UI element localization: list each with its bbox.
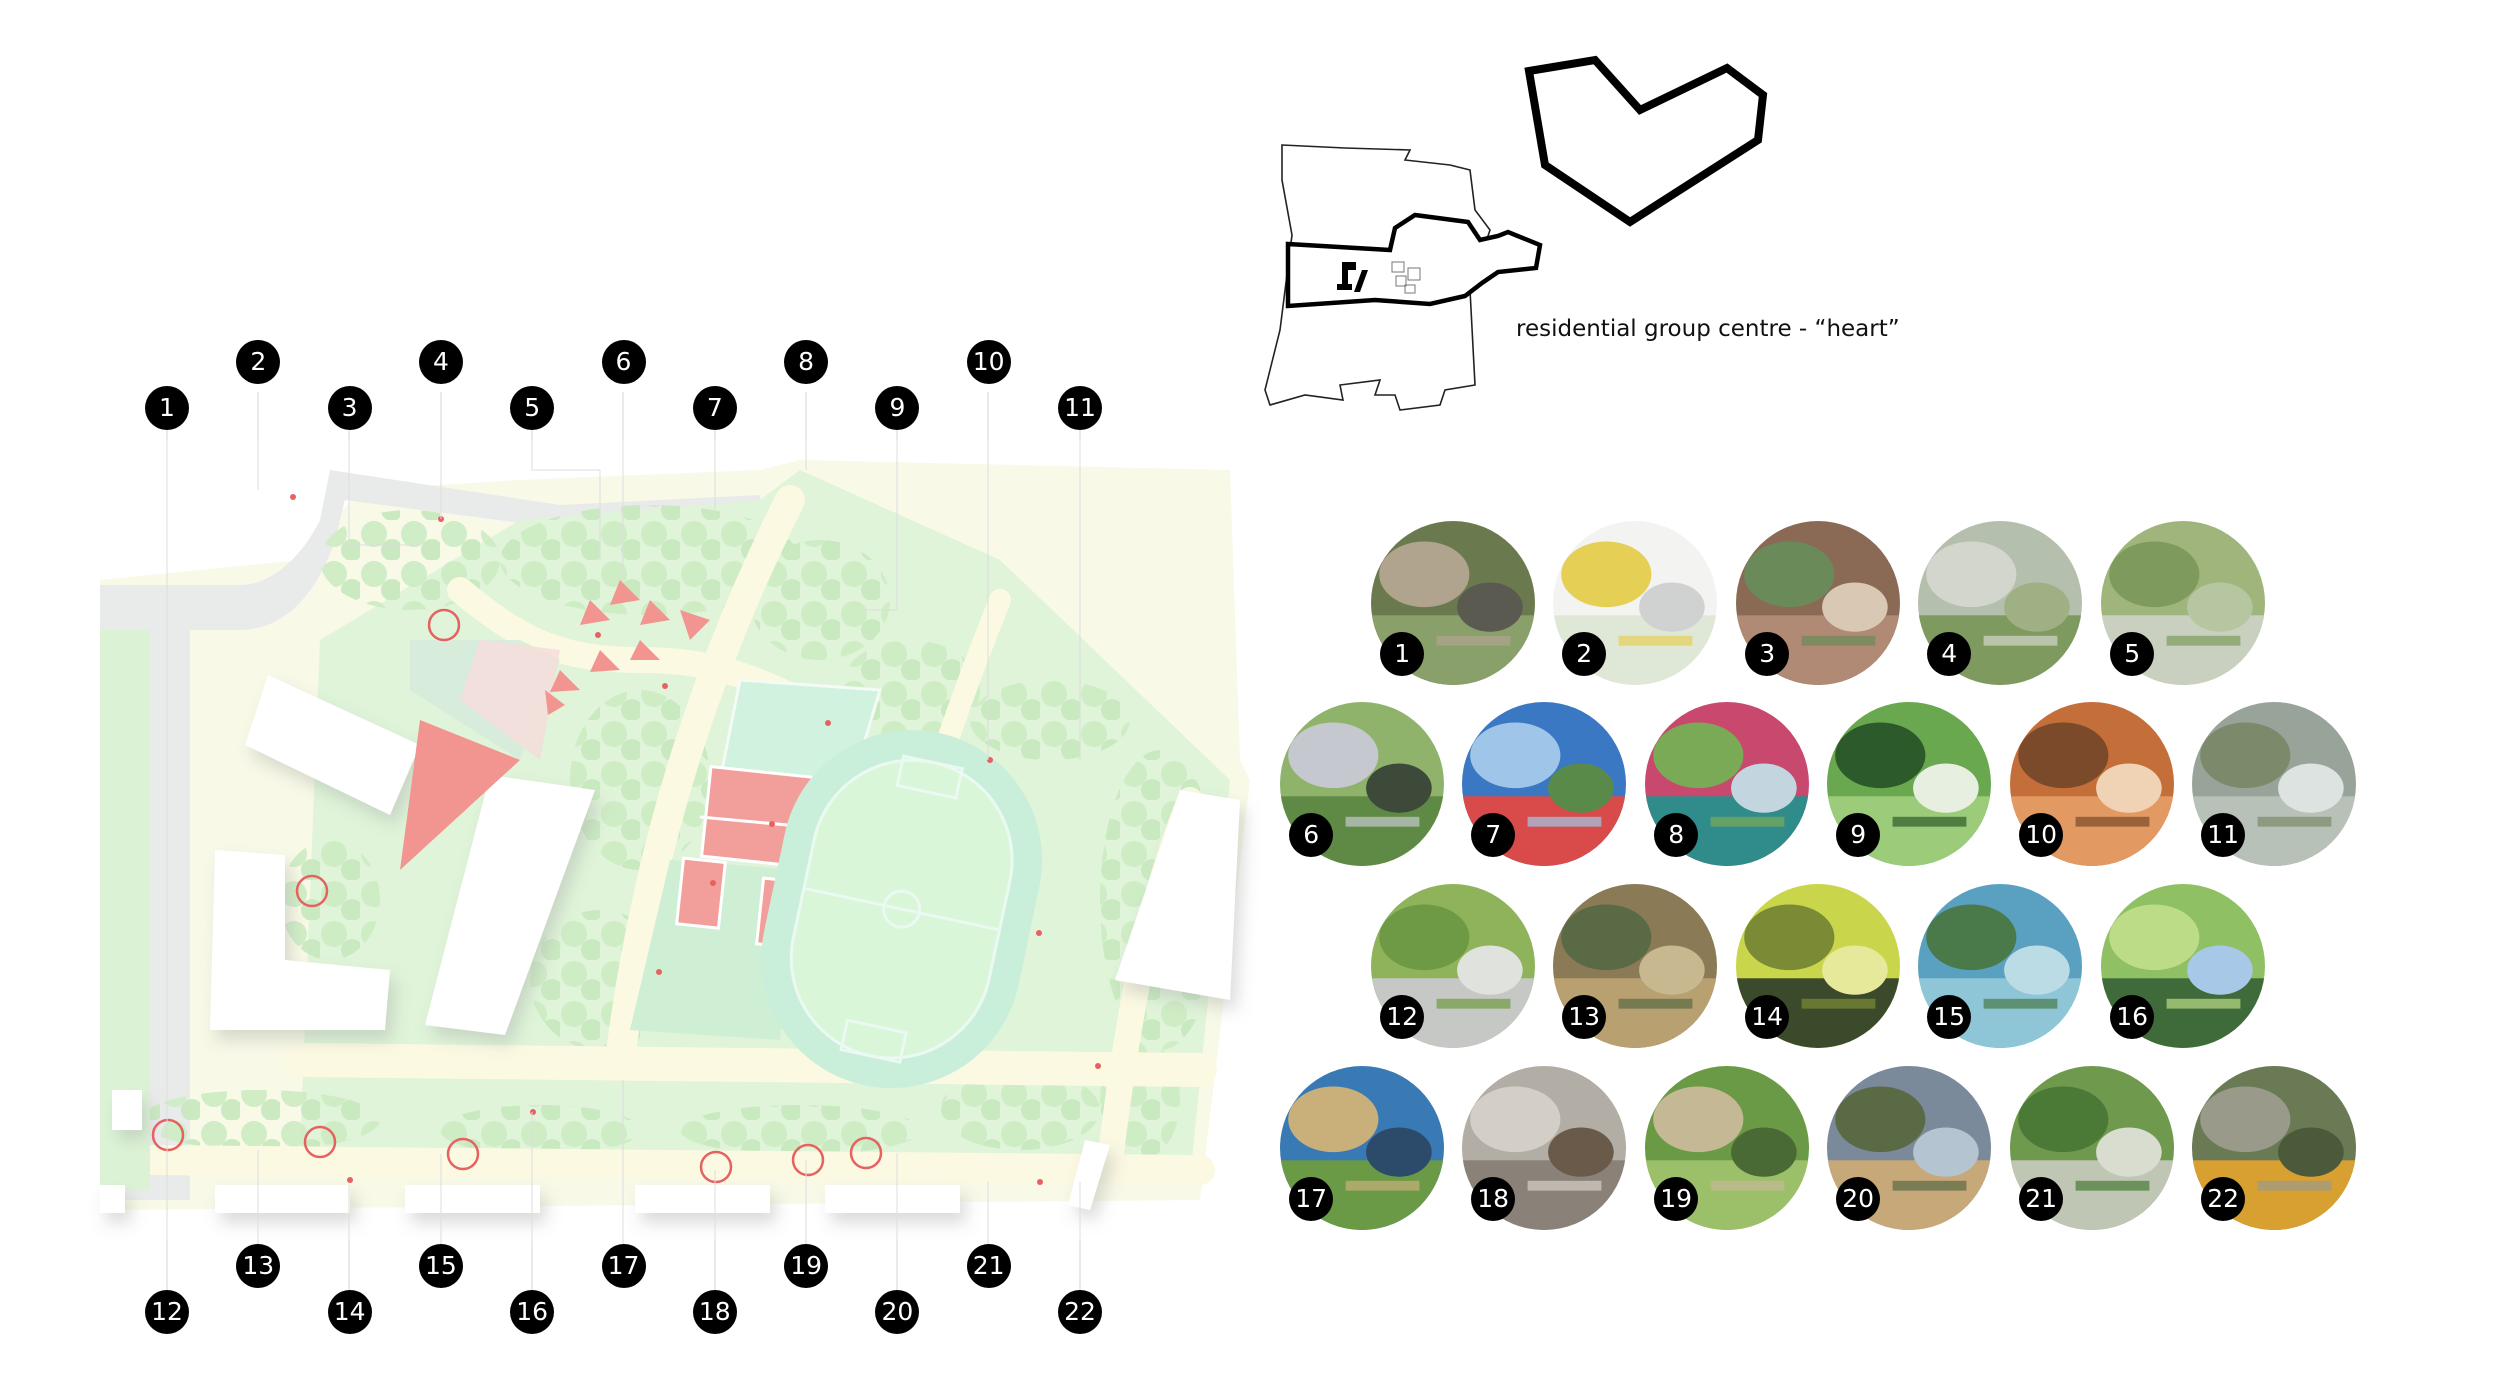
heart-zone-outline (1285, 212, 1543, 309)
building-h (405, 1185, 540, 1213)
red-triangles (545, 580, 710, 715)
court-small-1 (675, 856, 727, 930)
building-j (825, 1185, 960, 1213)
building-e (1068, 1140, 1110, 1210)
photo-label-6: 6 (1289, 812, 1334, 857)
plan-marker-1: 1 (145, 386, 189, 430)
plan-marker-3: 3 (327, 386, 372, 430)
court-area (630, 860, 800, 1040)
plan-marker-8: 8 (784, 340, 829, 384)
building-c (425, 775, 595, 1035)
plan-marker-13: 13 (236, 1244, 281, 1288)
photo-label-2: 2 (1562, 631, 1607, 676)
plan-marker-14: 14 (327, 1290, 372, 1334)
photo-label-4: 4 (1927, 631, 1972, 676)
building-d (1115, 790, 1240, 1000)
key-map-caption: residential group centre - “heart” (1516, 316, 1900, 342)
heart-plaza-red (400, 720, 520, 870)
plan-marker-5: 5 (510, 386, 555, 430)
photo-label-13: 13 (1562, 994, 1607, 1039)
photo-label-16: 16 (2110, 994, 2155, 1039)
plan-marker-7: 7 (692, 386, 737, 430)
plan-marker-6: 6 (601, 340, 646, 384)
heart-zone-details (1391, 261, 1421, 294)
photo-22-wooden-bench (2192, 1066, 2356, 1230)
plan-marker-19: 19 (784, 1244, 829, 1288)
plan-marker-17: 17 (601, 1244, 646, 1288)
building-g (215, 1185, 350, 1213)
building-f (112, 1090, 142, 1130)
photo-label-5: 5 (2110, 631, 2155, 676)
heart-plaza-pink (460, 640, 560, 760)
heart-zone-buildings (1337, 262, 1368, 292)
photo-label-1: 1 (1380, 631, 1425, 676)
building-b (210, 850, 390, 1030)
photo-label-3: 3 (1745, 631, 1790, 676)
running-track (761, 730, 1043, 1089)
plan-marker-16: 16 (510, 1290, 555, 1334)
building-i (635, 1185, 770, 1213)
photo-label-12: 12 (1380, 994, 1425, 1039)
photo-2-sketch-crossing (1553, 521, 1717, 685)
photo-label-8: 8 (1654, 812, 1699, 857)
plan-marker-10: 10 (966, 340, 1011, 384)
photo-3-street-seating (1736, 521, 1900, 685)
plan-marker-9: 9 (875, 386, 920, 430)
plan-marker-21: 21 (966, 1244, 1011, 1288)
photo-10-running-track (2010, 702, 2174, 866)
plan-marker-20: 20 (875, 1290, 920, 1334)
photo-label-7: 7 (1471, 812, 1516, 857)
building-k (100, 1185, 125, 1213)
photo-label-22: 22 (2201, 1176, 2246, 1221)
plan-marker-18: 18 (692, 1290, 737, 1334)
photo-label-21: 21 (2019, 1176, 2064, 1221)
photo-label-17: 17 (1289, 1176, 1334, 1221)
red-dots (290, 494, 1101, 1185)
photo-label-10: 10 (2019, 812, 2064, 857)
photo-label-20: 20 (1836, 1176, 1881, 1221)
photo-label-9: 9 (1836, 812, 1881, 857)
plan-marker-15: 15 (418, 1244, 463, 1288)
plan-marker-2: 2 (236, 340, 281, 384)
photo-label-19: 19 (1654, 1176, 1699, 1221)
photo-label-18: 18 (1471, 1176, 1516, 1221)
photo-label-15: 15 (1927, 994, 1972, 1039)
buildings (100, 675, 1240, 1213)
plan-marker-11: 11 (1058, 386, 1102, 430)
heart-symbol (1524, 55, 1768, 227)
plan-marker-12: 12 (145, 1290, 189, 1334)
photo-label-11: 11 (2201, 812, 2246, 857)
photo-13-autumn-path (1553, 884, 1717, 1048)
leader-lines (166, 392, 1081, 1290)
plan-marker-4: 4 (418, 340, 463, 384)
plan-marker-22: 22 (1058, 1290, 1102, 1334)
building-a (245, 675, 420, 815)
red-circles (151, 608, 883, 1184)
photo-label-14: 14 (1745, 994, 1790, 1039)
